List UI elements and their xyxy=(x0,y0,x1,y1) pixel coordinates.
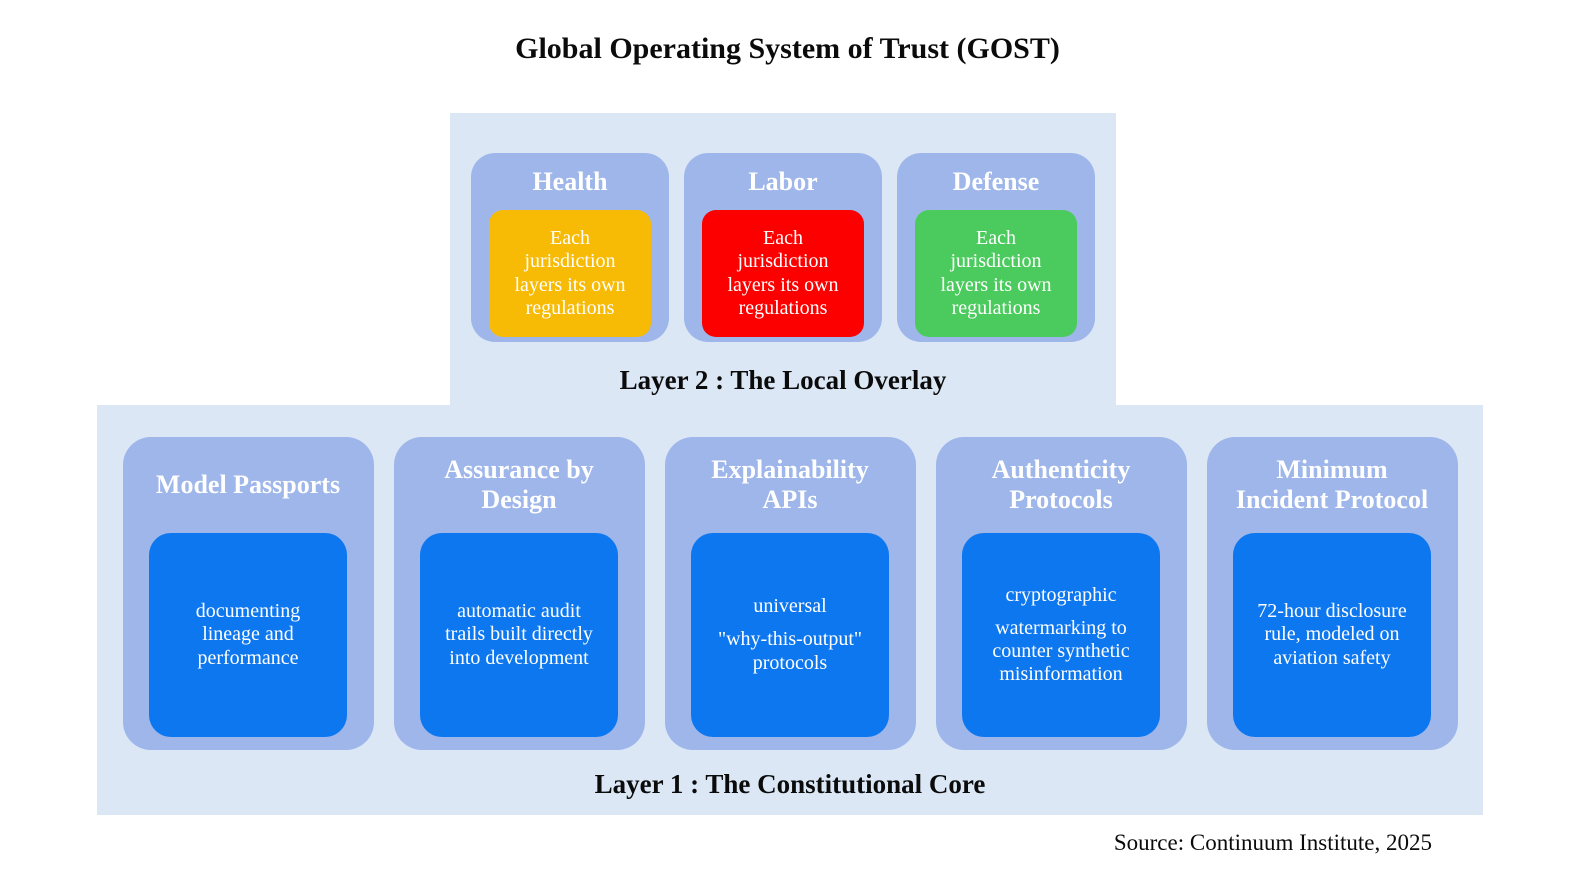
layer2-panel: Health Each jurisdiction layers its own … xyxy=(450,113,1116,405)
layer2-card: Labor Each jurisdiction layers its own r… xyxy=(684,153,882,342)
card-body: 72-hour disclosure rule, modeled on avia… xyxy=(1233,533,1431,737)
card-body: automatic audit trails built directly in… xyxy=(420,533,618,737)
layer1-card: Assurance by Design automatic audit trai… xyxy=(393,437,645,750)
layer1-card: Explainability APIs universal"why-this-o… xyxy=(664,437,916,750)
card-title: Explainability APIs xyxy=(711,455,869,514)
layer1-label: Layer 1 : The Constitutional Core xyxy=(594,769,986,799)
card-title: Defense xyxy=(952,166,1040,196)
layer2-card: Defense Each jurisdiction layers its own… xyxy=(897,153,1095,342)
layer2-label: Layer 2 : The Local Overlay xyxy=(619,365,947,395)
card-title: Assurance by Design xyxy=(444,455,594,514)
card-body: Each jurisdiction layers its own regulat… xyxy=(702,210,864,337)
card-title: Model Passports xyxy=(155,470,341,500)
card-title: Authenticity Protocols xyxy=(991,455,1131,514)
layer1-card: Model Passports documenting lineage and … xyxy=(122,437,374,750)
diagram-title: Global Operating System of Trust (GOST) xyxy=(515,32,1060,65)
card-body: Each jurisdiction layers its own regulat… xyxy=(915,210,1077,337)
layer2-card: Health Each jurisdiction layers its own … xyxy=(471,153,669,342)
layer1-cards: Model Passports documenting lineage and … xyxy=(97,405,1483,750)
card-title: Health xyxy=(532,166,608,196)
card-body: universal"why-this-output" protocols xyxy=(691,533,889,737)
card-title: Minimum Incident Protocol xyxy=(1235,455,1429,514)
card-body: documenting lineage and performance xyxy=(149,533,347,737)
card-title: Labor xyxy=(748,166,818,196)
layer1-panel: Model Passports documenting lineage and … xyxy=(97,405,1483,815)
card-body: Each jurisdiction layers its own regulat… xyxy=(489,210,651,337)
source-credit: Source: Continuum Institute, 2025 xyxy=(1113,830,1432,855)
layer1-card: Minimum Incident Protocol 72-hour disclo… xyxy=(1206,437,1458,750)
layer2-cards: Health Each jurisdiction layers its own … xyxy=(450,113,1116,342)
